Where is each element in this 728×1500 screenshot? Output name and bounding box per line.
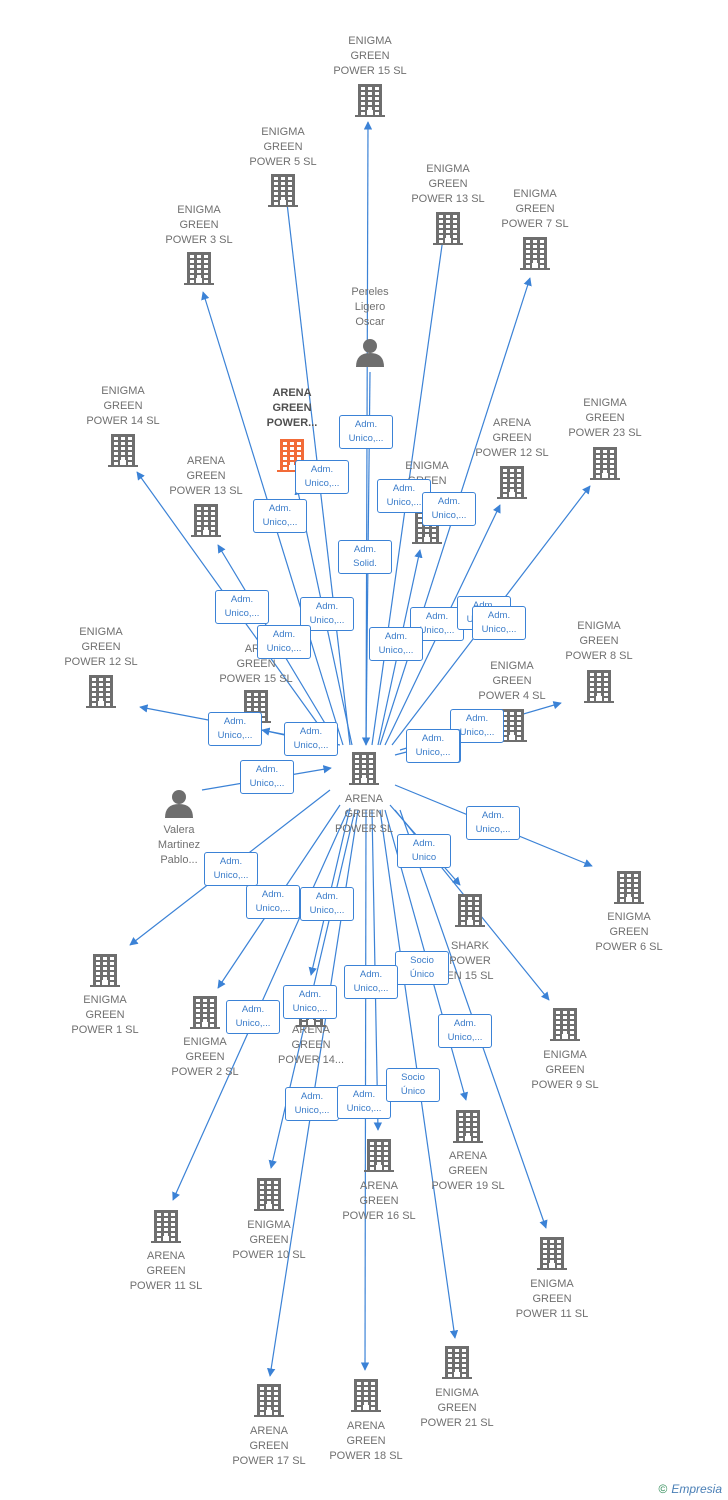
- node-label-agp13[interactable]: ARENA GREEN POWER 13 SL: [169, 455, 243, 497]
- building-icon-agp18[interactable]: [351, 1379, 381, 1412]
- building-icon-ep12[interactable]: [86, 675, 116, 708]
- edge-role-label[interactable]: Adm. Unico,...: [284, 722, 338, 756]
- edge-role-label[interactable]: Adm. Unico,...: [253, 499, 307, 533]
- edge-role-label[interactable]: Adm. Unico,...: [344, 965, 398, 999]
- building-icon-agp17[interactable]: [254, 1384, 284, 1417]
- building-icon-ep8[interactable]: [584, 670, 614, 703]
- node-label-ep12[interactable]: ENIGMA GREEN POWER 12 SL: [64, 626, 138, 668]
- building-icon-agp_hl[interactable]: [277, 439, 307, 472]
- edge-role-label[interactable]: Adm. Unico,...: [300, 887, 354, 921]
- node-label-ep2[interactable]: ENIGMA GREEN POWER 2 SL: [171, 1036, 239, 1078]
- node-label-pereles[interactable]: Pereles Ligero Oscar: [351, 286, 389, 328]
- edge-role-label[interactable]: Socio Único: [395, 951, 449, 985]
- node-label-agp17[interactable]: ARENA GREEN POWER 17 SL: [232, 1425, 306, 1467]
- person-icon-valera[interactable]: [165, 790, 193, 818]
- node-label-agp19[interactable]: ARENA GREEN POWER 19 SL: [431, 1150, 505, 1192]
- node-label-ep14[interactable]: ENIGMA GREEN POWER 14 SL: [86, 385, 160, 427]
- node-label-ep1[interactable]: ENIGMA GREEN POWER 1 SL: [71, 994, 139, 1036]
- node-label-ep6[interactable]: ENIGMA GREEN POWER 6 SL: [595, 911, 663, 953]
- node-label-agp15[interactable]: ARE GREEN POWER 15 SL: [219, 643, 293, 685]
- building-icon-agp12[interactable]: [497, 466, 527, 499]
- building-icon-ep4[interactable]: [497, 709, 527, 742]
- edge-role-label[interactable]: Adm. Unico,...: [300, 597, 354, 631]
- building-icon-ep23[interactable]: [590, 447, 620, 480]
- node-label-agp14[interactable]: ARENA GREEN POWER 14...: [277, 1024, 345, 1066]
- copyright-symbol: ©: [658, 1482, 668, 1496]
- brand-name: Empresia: [671, 1482, 722, 1496]
- node-label-ep3[interactable]: ENIGMA GREEN POWER 3 SL: [165, 204, 233, 246]
- icons-layer: [86, 84, 644, 1417]
- building-icon-agp16[interactable]: [364, 1139, 394, 1172]
- building-icon-center[interactable]: [349, 752, 379, 785]
- node-label-agp11[interactable]: ARENA GREEN POWER 11 SL: [129, 1250, 203, 1292]
- node-label-ep4[interactable]: ENIGMA GREEN POWER 4 SL: [478, 660, 546, 702]
- edge-role-label[interactable]: Adm. Solid.: [338, 540, 392, 574]
- edge-role-label[interactable]: Adm. Unico,...: [215, 590, 269, 624]
- edge-role-label[interactable]: Socio Único: [386, 1068, 440, 1102]
- edge-role-label[interactable]: Adm. Unico,...: [406, 729, 460, 763]
- building-icon-ep15[interactable]: [355, 84, 385, 117]
- edge-role-label[interactable]: Adm. Unico,...: [422, 492, 476, 526]
- building-icon-ep6[interactable]: [614, 871, 644, 904]
- edge-role-label[interactable]: Adm. Unico,...: [369, 627, 423, 661]
- building-icon-ep13[interactable]: [433, 212, 463, 245]
- edge-role-label[interactable]: Adm. Unico,...: [204, 852, 258, 886]
- building-icon-ep1[interactable]: [90, 954, 120, 987]
- node-label-ep10[interactable]: ENIGMA GREEN POWER 10 SL: [232, 1219, 306, 1261]
- building-icon-ep7[interactable]: [520, 237, 550, 270]
- node-label-agp12[interactable]: ARENA GREEN POWER 12 SL: [475, 417, 549, 459]
- node-label-ep5[interactable]: ENIGMA GREEN POWER 5 SL: [249, 126, 317, 168]
- node-label-agp_hl[interactable]: ARENA GREEN POWER...: [266, 387, 318, 429]
- footer-brand[interactable]: ©Empresia: [658, 1482, 722, 1496]
- node-label-ep13[interactable]: ENIGMA GREEN POWER 13 SL: [411, 163, 485, 205]
- node-label-ep21[interactable]: ENIGMA GREEN POWER 21 SL: [420, 1387, 494, 1429]
- building-icon-ep10[interactable]: [254, 1178, 284, 1211]
- edge-role-label[interactable]: Adm. Unico,...: [472, 606, 526, 640]
- building-icon-agp13[interactable]: [191, 504, 221, 537]
- node-label-ep7[interactable]: ENIGMA GREEN POWER 7 SL: [501, 188, 569, 230]
- edge-role-label[interactable]: Adm. Unico,...: [208, 712, 262, 746]
- node-label-ep9[interactable]: ENIGMA GREEN POWER 9 SL: [531, 1049, 599, 1091]
- building-icon-ep3[interactable]: [184, 252, 214, 285]
- node-label-valera[interactable]: Valera Martinez Pablo...: [157, 824, 201, 866]
- building-icon-ep14[interactable]: [108, 434, 138, 467]
- node-label-ep23[interactable]: ENIGMA GREEN POWER 23 SL: [568, 397, 642, 439]
- edge-role-label[interactable]: Adm. Unico,...: [337, 1085, 391, 1119]
- edge-role-label[interactable]: Adm. Unico,...: [466, 806, 520, 840]
- edge-role-label[interactable]: Adm. Unico: [397, 834, 451, 868]
- edge-role-label[interactable]: Adm. Unico,...: [295, 460, 349, 494]
- building-icon-ep5[interactable]: [268, 174, 298, 207]
- building-icon-ep2[interactable]: [190, 996, 220, 1029]
- building-icon-ep9[interactable]: [550, 1008, 580, 1041]
- node-label-ep11[interactable]: ENIGMA GREEN POWER 11 SL: [515, 1278, 589, 1320]
- node-label-shark[interactable]: SHARK POWER EN 15 SL: [446, 940, 494, 982]
- edge-role-label[interactable]: Adm. Unico,...: [285, 1087, 339, 1121]
- person-icon-pereles[interactable]: [356, 339, 384, 367]
- building-icon-agp11[interactable]: [151, 1210, 181, 1243]
- edge-role-label[interactable]: Adm. Unico,...: [438, 1014, 492, 1048]
- node-label-agp18[interactable]: ARENA GREEN POWER 18 SL: [329, 1420, 403, 1462]
- node-label-ep8[interactable]: ENIGMA GREEN POWER 8 SL: [565, 620, 633, 662]
- building-icon-agp19[interactable]: [453, 1110, 483, 1143]
- building-icon-ep21[interactable]: [442, 1346, 472, 1379]
- edge-role-label[interactable]: Adm. Unico,...: [257, 625, 311, 659]
- node-label-center[interactable]: ARENA GREEN POWER SL: [334, 793, 394, 835]
- edge-role-label[interactable]: Adm. Unico,...: [410, 607, 464, 641]
- building-icon-shark[interactable]: [455, 894, 485, 927]
- node-label-ep15[interactable]: ENIGMA GREEN POWER 15 SL: [333, 35, 407, 77]
- edge-role-label[interactable]: Adm. Unico,...: [226, 1000, 280, 1034]
- edge-role-label[interactable]: Adm. Unico,...: [240, 760, 294, 794]
- node-label-agp16[interactable]: ARENA GREEN POWER 16 SL: [342, 1180, 416, 1222]
- edge-role-label[interactable]: Adm. Unico,...: [246, 885, 300, 919]
- edge-role-label[interactable]: Adm. Unico,...: [283, 985, 337, 1019]
- edge-role-label[interactable]: Adm. Unico,...: [339, 415, 393, 449]
- building-icon-ep11[interactable]: [537, 1237, 567, 1270]
